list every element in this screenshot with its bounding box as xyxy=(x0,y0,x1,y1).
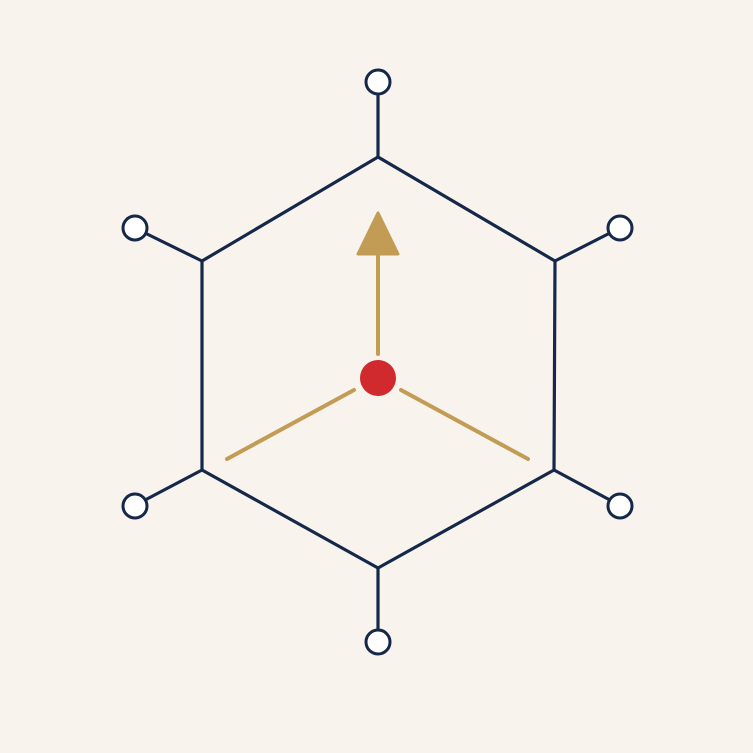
terminal-node-top xyxy=(364,68,392,96)
spoke-right xyxy=(399,388,530,461)
terminal-node-bottom-left xyxy=(121,492,149,520)
terminal-nodes xyxy=(121,68,634,656)
connector-top-left xyxy=(145,232,204,263)
spoke-left xyxy=(225,388,356,461)
terminal-node-bottom-right xyxy=(606,492,634,520)
arrow-up-icon xyxy=(356,211,400,256)
connector-bottom-right xyxy=(552,468,610,501)
terminal-node-bottom xyxy=(364,628,392,656)
gold-spokes xyxy=(225,211,530,461)
center-dot xyxy=(360,360,396,396)
connector-top-right xyxy=(553,232,610,263)
connector-lines xyxy=(145,93,610,631)
terminal-node-top-left xyxy=(121,214,149,242)
connector-bottom-left xyxy=(145,468,204,501)
terminal-node-top-right xyxy=(606,214,634,242)
